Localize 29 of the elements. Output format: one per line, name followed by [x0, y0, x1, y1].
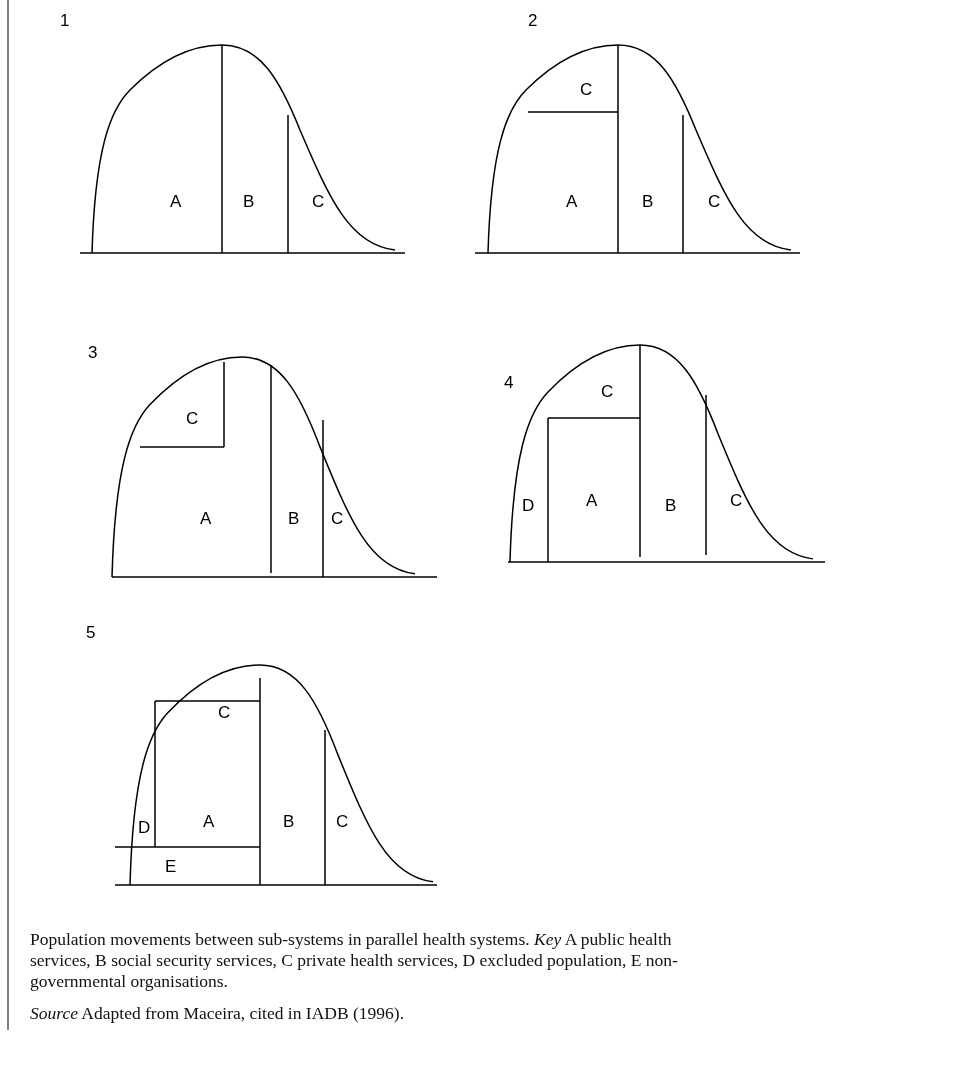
- region-letter: B: [642, 192, 654, 212]
- region-letter: A: [586, 491, 598, 511]
- region-letter: C: [580, 80, 593, 100]
- figure-caption: Population movements between sub-systems in parallel health systems. Key A public health services, B social security services, C private health services, D excluded population, E non-governmental organisations.: [30, 929, 679, 992]
- region-letter: C: [708, 192, 721, 212]
- region-letter: C: [336, 812, 349, 832]
- region-letter: A: [170, 192, 182, 212]
- panel-number: 2: [528, 11, 538, 31]
- panel-number: 3: [88, 343, 98, 363]
- panel-number: 1: [60, 11, 70, 31]
- region-letter: E: [165, 857, 177, 877]
- region-letter: B: [283, 812, 295, 832]
- region-letter: A: [203, 812, 215, 832]
- region-letter: B: [288, 509, 300, 529]
- region-letter: C: [331, 509, 344, 529]
- region-letter: A: [566, 192, 578, 212]
- panel-number: 4: [504, 373, 514, 393]
- region-letter: A: [200, 509, 212, 529]
- source-note: Source Adapted from Maceira, cited in IADB (1996).: [30, 1003, 406, 1024]
- region-letter: C: [730, 491, 743, 511]
- region-letter: C: [218, 703, 231, 723]
- panel-number: 5: [86, 623, 96, 643]
- region-letter: C: [186, 409, 199, 429]
- region-letter: B: [243, 192, 255, 212]
- region-letter: C: [601, 382, 614, 402]
- region-letter: C: [312, 192, 325, 212]
- region-letter: D: [522, 496, 535, 516]
- region-letter: B: [665, 496, 677, 516]
- region-letter: D: [138, 818, 151, 838]
